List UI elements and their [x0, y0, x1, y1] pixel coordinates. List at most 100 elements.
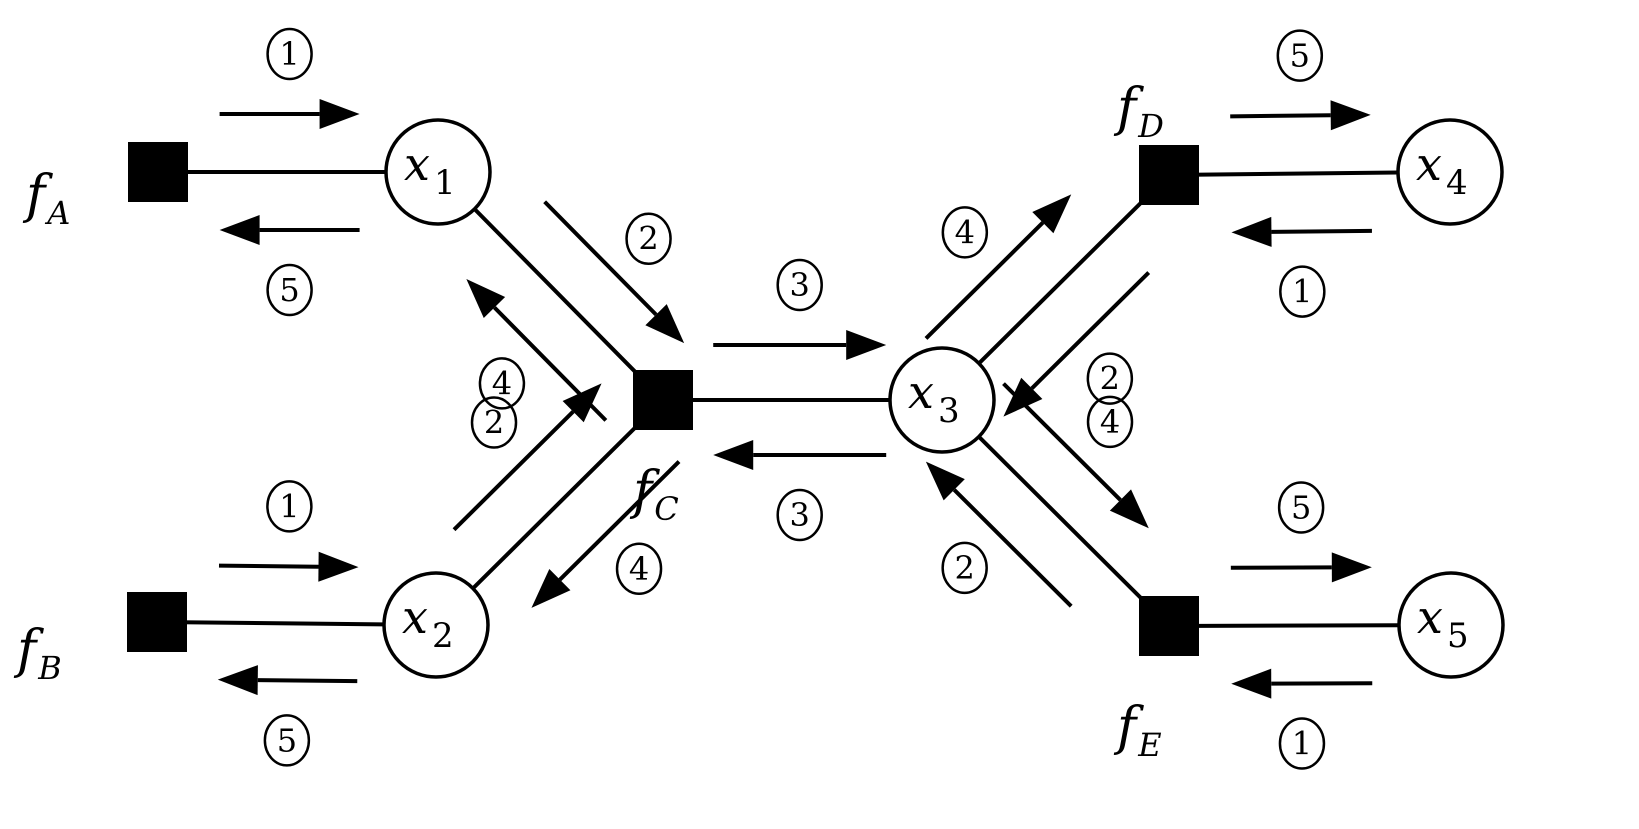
- step-number: 2: [638, 220, 658, 258]
- step-circle: [776, 488, 823, 542]
- factor-subscript: C: [654, 490, 678, 528]
- step-number: 5: [277, 721, 297, 759]
- message-arrow-shaft: [1030, 271, 1151, 390]
- arrowhead-icon: [925, 461, 965, 501]
- step-number: 2: [1100, 360, 1120, 398]
- factor-node-fD: fD: [1113, 78, 1199, 205]
- message-x5-to-fE: 1: [1231, 668, 1373, 770]
- message-x4-to-fD: 1: [1231, 216, 1372, 318]
- step-number: 4: [1100, 403, 1120, 441]
- arrowhead-icon: [319, 99, 360, 129]
- step-number: 1: [279, 35, 299, 73]
- step-circle: [1086, 352, 1134, 405]
- variable-symbol: x: [908, 365, 934, 419]
- message-fD-to-x4: 5: [1230, 29, 1371, 131]
- step-circle: [1086, 395, 1134, 449]
- message-x1-to-fC: 2: [543, 200, 685, 344]
- factor-node-fA: fA: [22, 142, 188, 232]
- arrowhead-icon: [466, 279, 506, 319]
- factor-subscript: A: [44, 194, 70, 232]
- variable-circle: [1396, 118, 1504, 226]
- factor-square: [1139, 596, 1199, 656]
- arrowhead-icon: [1109, 489, 1149, 529]
- arrowhead-icon: [318, 551, 359, 582]
- arrowhead-icon: [713, 440, 754, 470]
- message-fA-to-x1: 1: [219, 27, 360, 129]
- factor-label: fA: [22, 165, 70, 232]
- variable-subscript: 5: [1447, 616, 1469, 656]
- step-circle: [615, 542, 663, 596]
- message-x1-to-fA: 5: [219, 215, 360, 317]
- step-circle: [776, 258, 823, 312]
- arrowhead-icon: [645, 304, 685, 344]
- step-circle: [1276, 29, 1324, 82]
- arrowhead-icon: [1231, 668, 1272, 699]
- step-number: 1: [1292, 273, 1312, 311]
- message-x2-to-fB: 5: [217, 665, 358, 767]
- message-x3-to-fE: 4: [1002, 382, 1149, 529]
- step-circle: [941, 206, 989, 259]
- factor-square: [633, 370, 693, 430]
- step-circle: [941, 541, 988, 595]
- factor-label: fB: [13, 620, 62, 687]
- step-circle: [1278, 717, 1326, 770]
- variable-circle: [384, 118, 492, 226]
- arrowhead-icon: [219, 215, 260, 245]
- step-circle: [1279, 265, 1326, 318]
- step-circle: [625, 212, 672, 265]
- arrowhead-icon: [1032, 194, 1072, 234]
- message-arrow-shaft: [218, 563, 319, 569]
- message-fE-to-x5: 5: [1230, 481, 1372, 583]
- message-fD-to-x3: 2: [1003, 271, 1151, 417]
- variable-symbol: x: [404, 137, 430, 191]
- step-circle: [266, 263, 313, 317]
- factor-square: [128, 142, 188, 202]
- message-arrow-shaft: [558, 460, 681, 582]
- variable-symbol: x: [1417, 590, 1443, 644]
- step-number: 2: [954, 549, 974, 587]
- step-number: 2: [484, 403, 504, 441]
- step-number: 5: [1291, 489, 1311, 527]
- message-arrow-shaft: [452, 410, 575, 532]
- factor-node-fE: fE: [1113, 596, 1199, 764]
- step-number: 3: [790, 266, 810, 304]
- arrowhead-icon: [217, 665, 258, 696]
- step-circle: [266, 27, 313, 81]
- variable-symbol: x: [402, 590, 428, 644]
- step-number: 5: [1290, 37, 1310, 75]
- factor-square: [127, 592, 187, 652]
- factor-node-fB: fB: [13, 592, 187, 687]
- arrowhead-icon: [1231, 216, 1272, 247]
- message-fC-to-x2: 4: [531, 460, 681, 608]
- factor-subscript: B: [37, 649, 62, 687]
- variable-symbol: x: [1416, 137, 1442, 191]
- step-circle: [470, 396, 518, 449]
- variable-subscript: 1: [434, 163, 456, 203]
- step-number: 1: [1292, 725, 1312, 763]
- step-number: 4: [629, 550, 649, 588]
- step-number: 4: [955, 213, 975, 251]
- factor-label: fE: [1113, 697, 1162, 764]
- message-arrow-shaft: [257, 678, 358, 684]
- step-circle: [263, 714, 311, 767]
- message-arrow-shaft: [543, 200, 658, 317]
- message-x2-to-fC: 2: [452, 383, 602, 532]
- variable-subscript: 3: [938, 391, 960, 431]
- step-number: 4: [492, 364, 512, 402]
- step-number: 1: [279, 487, 299, 525]
- variable-circle: [382, 571, 490, 679]
- message-arrow-shaft: [1271, 228, 1372, 234]
- message-x3-to-fC: 3: [713, 440, 887, 542]
- message-arrow-shaft: [1002, 382, 1122, 502]
